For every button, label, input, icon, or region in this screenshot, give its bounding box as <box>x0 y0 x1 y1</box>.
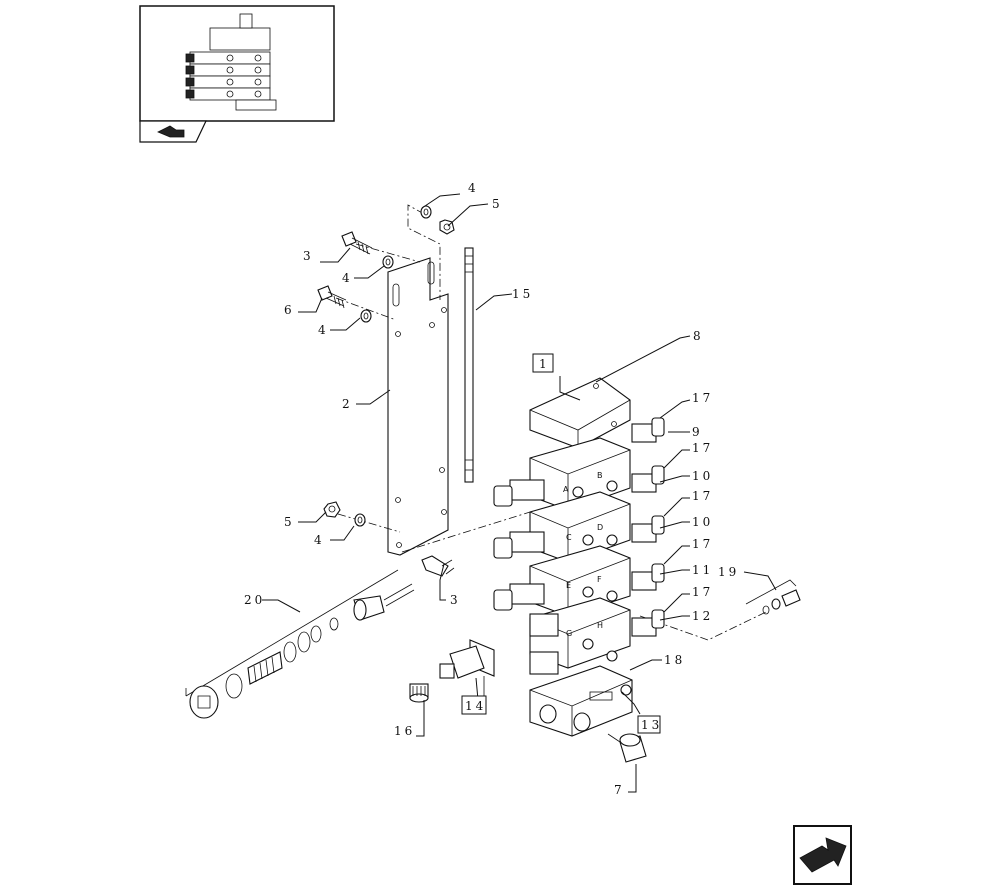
fitting-kit-part <box>745 579 801 615</box>
section-letter: G <box>566 629 572 638</box>
callout-label: 2 <box>342 397 353 411</box>
tie-rod-part <box>464 247 474 483</box>
callout-label: 15 <box>512 287 533 301</box>
section-letters: A B C D E F G H <box>563 471 603 638</box>
assembly-center-lines <box>335 204 767 641</box>
callout-label: 6 <box>284 303 295 317</box>
callout-label: 3 <box>450 593 461 607</box>
callout-label: 4 <box>342 271 353 285</box>
next-page-arrow-icon <box>799 837 847 873</box>
bolt-part <box>341 231 373 255</box>
solenoid-connectors-right <box>631 417 665 637</box>
valve-bank-assembly <box>493 377 665 737</box>
lower-bolt-part <box>421 555 455 577</box>
section-letter: C <box>566 533 572 542</box>
callout-label: 10 <box>692 469 713 483</box>
washer-part <box>354 205 432 527</box>
pressure-switch-part <box>439 639 495 700</box>
callout-label: 17 <box>692 537 713 551</box>
section-letter: H <box>597 621 603 630</box>
callout-label: 10 <box>692 515 713 529</box>
callout-label: 17 <box>692 391 713 405</box>
bracket-plate-part <box>387 257 449 556</box>
callout-label: 14 <box>465 699 486 713</box>
callout-label: 3 <box>303 249 314 263</box>
callout-label: 17 <box>692 441 713 455</box>
next-page-button[interactable] <box>793 825 852 885</box>
callout-label: 12 <box>692 609 713 623</box>
callout-label: 5 <box>284 515 295 529</box>
callout-label: 5 <box>492 197 503 211</box>
callout-label: 17 <box>692 489 713 503</box>
relief-valve-part <box>185 569 415 719</box>
bolt-part <box>317 285 347 309</box>
valve-assembly-thumbnail-icon <box>185 13 277 111</box>
callout-label: 9 <box>692 425 703 439</box>
callout-label: 17 <box>692 585 713 599</box>
callout-label: 4 <box>468 181 479 195</box>
callout-label: 7 <box>614 783 625 797</box>
callout-label: 4 <box>318 323 329 337</box>
cap-part <box>607 733 647 763</box>
thumbnail-panel[interactable] <box>139 5 335 143</box>
callout-label: 20 <box>244 593 265 607</box>
section-letter: F <box>597 575 602 584</box>
callout-labels: 1 2 3 3 4 4 4 4 5 5 6 7 8 9 10 10 11 12 … <box>244 181 739 797</box>
section-letter: E <box>566 581 571 590</box>
nut-part <box>323 219 455 518</box>
callout-label: 8 <box>693 329 704 343</box>
callout-label: 19 <box>718 565 739 579</box>
callout-label: 1 <box>539 357 550 371</box>
leader-lines <box>262 193 777 793</box>
callout-label: 16 <box>394 724 415 738</box>
callout-label: 13 <box>641 718 662 732</box>
callout-label: 4 <box>314 533 325 547</box>
previous-page-arrow-icon[interactable] <box>157 125 185 138</box>
section-letter: A <box>563 485 569 494</box>
section-letter: D <box>597 523 603 532</box>
solenoid-connectors-left <box>493 479 559 675</box>
callout-label: 18 <box>664 653 685 667</box>
plug-part <box>409 683 429 703</box>
section-letter: B <box>597 471 603 480</box>
callout-label: 11 <box>692 563 713 577</box>
